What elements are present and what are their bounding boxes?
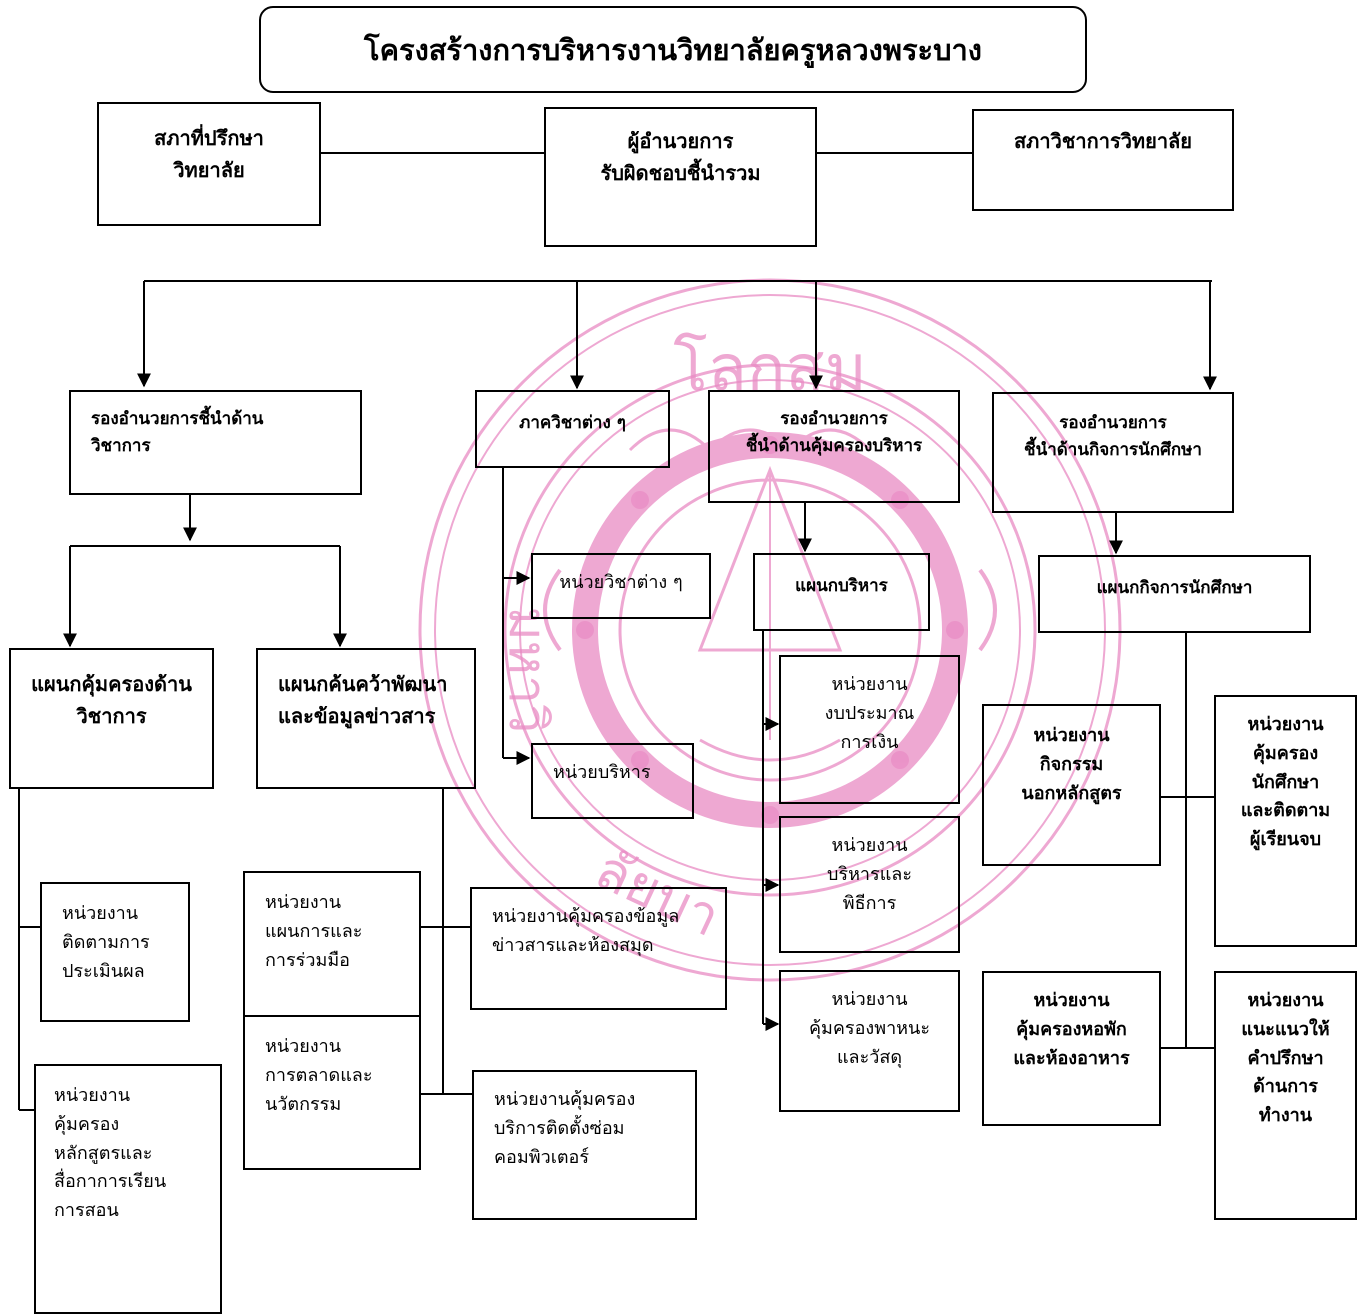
chart-title: โครงสร้างการบริหารงานวิทยาลัยครูหลวงพระบ… bbox=[259, 6, 1087, 93]
department-units-box: หน่วยวิชาต่าง ๆ bbox=[531, 553, 711, 619]
deputy-admin-box: รองอำนวยการ ชี้นำด้านคุ้มครองบริหาร bbox=[708, 390, 960, 503]
seal-text-top: โลกสม bbox=[673, 332, 867, 406]
deputy-academic-box: รองอำนวยการชี้นำด้าน วิชาการ bbox=[69, 390, 362, 495]
academic-council-box: สภาวิชาการวิทยาลัย bbox=[972, 109, 1234, 211]
director-box: ผู้อำนวยการ รับผิดชอบชี้นำรวม bbox=[544, 107, 817, 247]
budget-finance-unit-box: หน่วยงาน งบประมาณ การเงิน bbox=[779, 655, 960, 804]
advisory-council-box: สภาที่ปรึกษา วิทยาลัย bbox=[97, 102, 321, 226]
planning-cooperation-unit-box: หน่วยงาน แผนการและ การร่วมมือ bbox=[243, 871, 421, 1017]
career-guidance-unit-box: หน่วยงาน แนะแนวให้ คำปรึกษา ด้านการ ทำงา… bbox=[1214, 971, 1357, 1220]
research-info-division-box: แผนกค้นคว้าพัฒนา และข้อมูลข่าวสาร bbox=[256, 648, 476, 789]
marketing-innovation-unit-box: หน่วยงาน การตลาดและ นวัตกรรม bbox=[243, 1015, 421, 1170]
student-care-unit-box: หน่วยงาน คุ้มครอง นักศึกษา และติดตาม ผู้… bbox=[1214, 695, 1357, 947]
dormitory-cafeteria-unit-box: หน่วยงาน คุ้มครองหอพัก และห้องอาหาร bbox=[982, 971, 1161, 1126]
computer-service-unit-box: หน่วยงานคุ้มครอง บริการติดตั้งซ่อม คอมพิ… bbox=[472, 1070, 697, 1220]
admin-ceremony-unit-box: หน่วยงาน บริหารและ พิธีการ bbox=[779, 816, 960, 953]
evaluation-unit-box: หน่วยงาน ติดตามการ ประเมินผล bbox=[40, 882, 190, 1022]
curriculum-unit-box: หน่วยงาน คุ้มครอง หลักสูตรและ สื่อกาการเ… bbox=[34, 1064, 222, 1314]
student-affairs-division-box: แผนกกิจการนักศึกษา bbox=[1038, 555, 1311, 633]
departments-box: ภาควิชาต่าง ๆ bbox=[475, 390, 670, 468]
extracurricular-unit-box: หน่วยงาน กิจกรรม นอกหลักสูตร bbox=[982, 704, 1161, 866]
seal-text-left: มหาวิ bbox=[497, 607, 557, 734]
vehicle-materials-unit-box: หน่วยงาน คุ้มครองพาหนะ และวัสดุ bbox=[779, 970, 960, 1112]
admin-division-box: แผนกบริหาร bbox=[753, 553, 930, 631]
administration-unit-box: หน่วยบริหาร bbox=[531, 743, 694, 819]
academic-affairs-division-box: แผนกคุ้มครองด้าน วิชาการ bbox=[9, 648, 214, 789]
library-info-unit-box: หน่วยงานคุ้มครองข้อมูล ข่าวสารและห้องสมุ… bbox=[470, 887, 727, 1010]
deputy-student-box: รองอำนวยการ ชี้นำด้านกิจการนักศึกษา bbox=[992, 392, 1234, 513]
